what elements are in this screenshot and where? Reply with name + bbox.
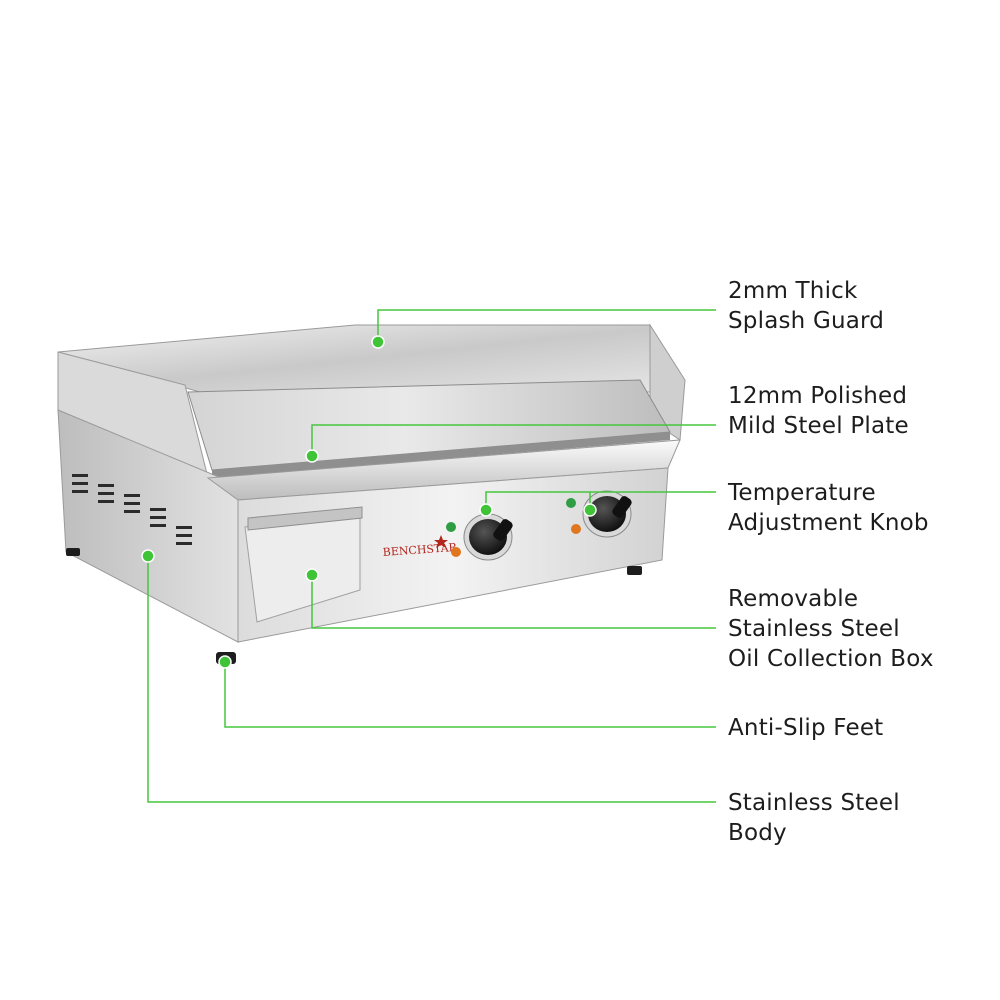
callout-dot-splash-guard [371, 335, 385, 349]
callout-label-oil-box: Removable Stainless Steel Oil Collection… [728, 584, 934, 674]
plate-edge [212, 432, 670, 478]
label-line: 2mm Thick [728, 278, 858, 304]
heat-light-right-orange [571, 524, 581, 534]
power-light-right-green [566, 498, 576, 508]
callout-line-steel-plate [311, 424, 716, 456]
callout-line-steel-body [147, 556, 716, 803]
callout-label-splash-guard: 2mm Thick Splash Guard [728, 276, 884, 336]
benchstar-logo: BENCHSTAR [382, 535, 458, 559]
callout-label-anti-slip-feet: Anti-Slip Feet [728, 713, 883, 743]
vent-slots [72, 474, 192, 545]
temperature-knob-right[interactable] [582, 490, 633, 538]
label-line: Stainless Steel [728, 790, 900, 816]
callout-dot-steel-body [141, 549, 155, 563]
callout-label-temperature-knob: Temperature Adjustment Knob [728, 478, 929, 538]
callout-dot-anti-slip-feet [218, 655, 232, 669]
foot-back-left [66, 548, 80, 556]
callout-dot-steel-plate [305, 449, 319, 463]
oil-box-handle [247, 506, 363, 531]
callout-label-steel-body: Stainless Steel Body [728, 788, 900, 848]
label-line: Removable [728, 586, 859, 612]
label-line: Oil Collection Box [728, 646, 934, 672]
callout-line-oil-box [311, 575, 716, 629]
heat-light-left-orange [451, 547, 461, 557]
foot-front-right [627, 566, 642, 575]
callout-dot-temperature-knob-right [583, 503, 597, 517]
callout-line-anti-slip-feet [224, 662, 716, 728]
label-line: Anti-Slip Feet [728, 715, 884, 741]
label-line: Body [728, 820, 787, 846]
label-line: Splash Guard [728, 308, 885, 334]
callout-dot-temperature-knob-left [479, 503, 493, 517]
label-line: Adjustment Knob [728, 510, 929, 536]
label-line: Stainless Steel [728, 616, 900, 642]
label-line: Temperature [728, 480, 876, 506]
power-light-left-green [446, 522, 456, 532]
callout-label-steel-plate: 12mm Polished Mild Steel Plate [728, 381, 909, 441]
label-line: 12mm Polished [728, 383, 908, 409]
callout-dots [141, 335, 597, 669]
callout-dot-oil-box [305, 568, 319, 582]
label-line: Mild Steel Plate [728, 413, 909, 439]
callout-lines [147, 309, 716, 803]
callout-line-splash-guard [377, 309, 716, 342]
